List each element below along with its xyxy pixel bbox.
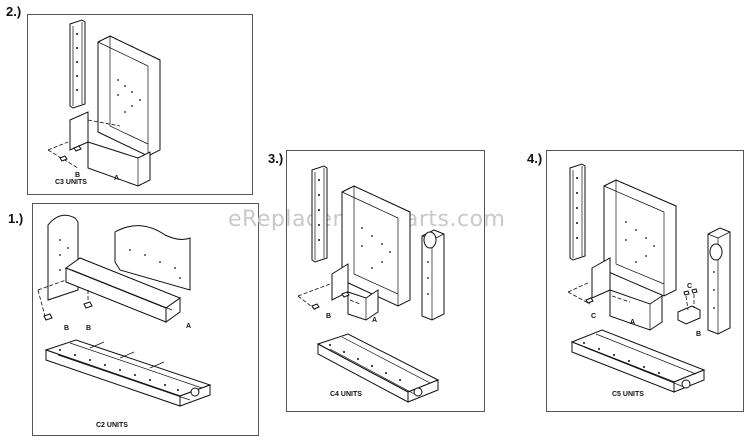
callout-b: B [696,331,701,338]
step-label-2: 2.) [6,4,22,19]
callout-a: A [630,319,635,326]
c4-assembly: B A [297,165,445,403]
callout-a: A [186,323,191,330]
caption-c5-units: C5 UNITS [612,391,644,398]
step-label-3: 3.) [268,151,284,166]
callout-a: A [114,175,119,182]
caption-c3-units: C3 UNITS [55,179,87,186]
callout-b: B [326,313,331,320]
callout-a: A [372,317,377,324]
callout-c-right: C [687,283,692,290]
step-label-1: 1.) [8,211,24,226]
callout-b-left: B [64,325,69,332]
c3-assembly: B A [47,19,161,187]
callout-b: B [75,172,80,179]
c2-assembly: B B A [37,214,212,407]
callout-c-left: C [591,313,596,320]
caption-c2-units: C2 UNITS [96,422,128,429]
step-label-4: 4.) [527,151,543,166]
caption-c4-units: C4 UNITS [330,391,362,398]
callout-b-right: B [86,325,91,332]
c5-assembly: C A C B [567,163,731,393]
